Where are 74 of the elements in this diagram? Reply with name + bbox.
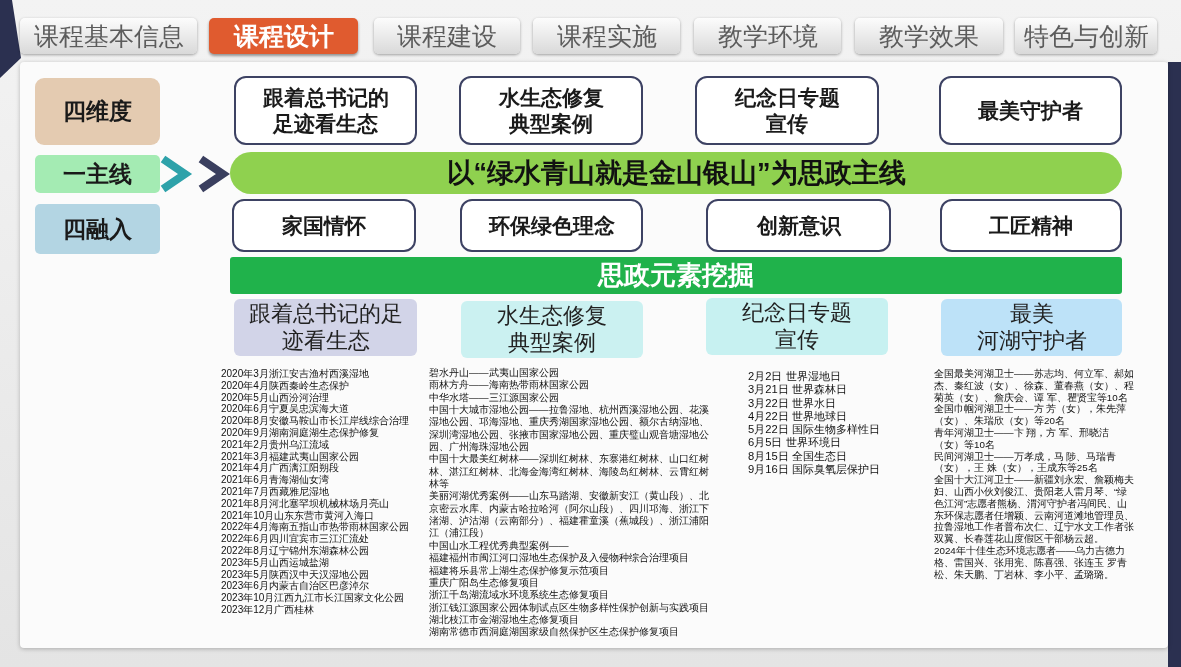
list-item: 中国十大城市湿地公园——拉鲁湿地、杭州西溪湿地公园、花溪湿地公园、邛海湿地、重庆秀湖国家湿地公园、额尔古纳湿地、深圳湾湿地公园、张掖市国家湿地公园、重庆璧山观音塘湿地公园、广州海珠湿地公园 (429, 404, 710, 453)
topic-box: 最美守护者 (939, 76, 1122, 145)
list-item: 全国巾帼河湖卫士——方 芳（女），朱先萍（女）、朱瑞欣（女）等20名 (934, 403, 1128, 427)
list-item: 8月15日 全国生态日 (748, 449, 848, 464)
tab: 教学环境 (694, 18, 841, 54)
list-item: 湖北枝江市金湖湿地生态修复项目 (429, 613, 580, 626)
list-item: 浙江千岛湖流域水环境系统生态修复项目 (429, 589, 610, 602)
list-item: 雨林方舟——海南热带雨林国家公园 (429, 379, 590, 392)
list-item: 2021年4月广西漓江阳朔段 (221, 462, 339, 474)
list-item: 2020年4月陕西秦岭生态保护 (221, 379, 350, 392)
list-item: 2021年7月西藏雅尼湿地 (221, 485, 330, 498)
list-item: 中华水塔——三江源国家公园 (429, 391, 560, 404)
topic-box: 纪念日专题宣传 (695, 76, 879, 145)
main-line-banner: 以“绿水青山就是金山银山”为思政主线 (230, 152, 1122, 194)
column-header-box: 最美河湖守护者 (941, 299, 1122, 356)
list-item: 2023年12月广西桂林 (221, 603, 316, 616)
topic-box: 跟着总书记的足迹看生态 (234, 76, 417, 145)
column-header-box: 水生态修复典型案例 (461, 301, 643, 358)
list-item: 3月22日 世界水日 (748, 396, 837, 410)
list-item: 2月2日 世界湿地日 (748, 370, 842, 384)
list-item: 中国十大最美红树林——深圳红树林、东寨港红树林、山口红树林、湛江红树林、北海金海湾红树林、海陵岛红树林、云霄红树林等 (429, 453, 710, 490)
topic-box: 工匠精神 (940, 199, 1122, 252)
list-item: 湖南常德市西洞庭湖国家级自然保护区生态保护修复项目 (429, 626, 680, 639)
tab: 课程基本信息 (20, 18, 197, 54)
row-label-box: 一主线 (35, 155, 160, 193)
list-item: 重庆广阳岛生态修复项目 (429, 576, 540, 589)
chevron-arrow (159, 155, 231, 193)
list-item: 2022年8月辽宁锦州东湖森林公园 (221, 544, 370, 557)
topic-box: 环保绿色理念 (460, 199, 643, 252)
list-item: 2022年4月海南五指山市热带雨林国家公园 (221, 521, 410, 533)
section-banner: 思政元素挖掘 (230, 257, 1122, 294)
row-label-box: 四融入 (35, 204, 160, 254)
tab: 课程建设 (374, 18, 520, 54)
list-item: 9月16日 国际臭氧层保护日 (748, 463, 881, 477)
list-item: 2020年6月宁夏吴忠滨海大道 (221, 403, 350, 415)
list-item: 3月21日 世界森林日 (748, 383, 848, 397)
topic-box: 水生态修复典型案例 (459, 76, 643, 145)
list-item: 2020年3月浙江安吉渔村西溪湿地 (221, 368, 370, 380)
list-item: 全国最美河湖卫士——苏志均、何立军、郝如杰、秦红波（女）、徐森、董春燕（女）、程菊英（女）、詹庆会、谭 军、瞿贤宝等10名 (934, 368, 1135, 404)
selected-tab: 课程设计 (209, 18, 358, 54)
list-item: 2023年6月内蒙古自治区巴彦淖尔 (221, 580, 370, 592)
list-item: 2023年10月江西九江市长江国家文化公园 (221, 592, 406, 604)
list-item: 福建将乐县常上湖生态保护修复示范项目 (429, 564, 610, 577)
tab: 教学效果 (855, 18, 1003, 54)
tab: 特色与创新 (1015, 18, 1157, 54)
list-item: 2020年8月安徽马鞍山市长江岸线综合治理 (221, 415, 410, 427)
list-item: 全国十大江河卫士——新疆刘永宏、詹颖梅夫妇、山西小伙刘俊江、贵阳老人雷月琴、“绿色江河”志愿者熊杨、渭河守护者冯间民、山东环保志愿者任增颖、云南河道滩地管理员、拉鲁湿地工作者普布次仁、辽宁水文工作者张双翼、长春莲花山度假区干部杨云超。 (934, 474, 1135, 545)
list-item: 民间河湖卫士——万孝成，马 陟、马瑞青（女），王 姝（女），王成东等25名 (934, 450, 1118, 474)
list-item: 青年河湖卫士——卞 翔，方 军、邢晓洁（女）等10名 (934, 427, 1111, 451)
list-item: 2021年3月福建武夷山国家公园 (221, 450, 360, 462)
list-item: 2024年十佳生态环境志愿者——乌力吉德力格、雷国兴、张用宪、陈喜强、张连玉 罗青松、朱天鹏、丁岩林、李小平、孟璐璐。 (934, 544, 1128, 581)
list-item: 2021年6月青海湖仙女湾 (221, 474, 330, 486)
tab: 课程实施 (533, 18, 680, 54)
list-item: 4月22日 世界地球日 (748, 409, 848, 424)
column-header-box: 纪念日专题宣传 (706, 298, 888, 355)
list-item: 2021年8月河北塞罕坝机械林场月亮山 (221, 497, 390, 510)
list-item: 2020年5月山西汾河治理 (221, 391, 330, 403)
list-item: 浙江钱江源国家公园体制试点区生物多样性保护创新与实践项目 (429, 601, 710, 614)
list-item: 5月22日 国际生物多样性日 (748, 423, 881, 437)
topic-box: 家国情怀 (232, 199, 416, 252)
topic-box: 创新意识 (706, 199, 891, 252)
list-item: 6月5日 世界环境日 (748, 436, 842, 450)
list-item: 福建福州市闽江河口湿地生态保护及入侵物种综合治理项目 (429, 552, 690, 565)
list-item: 中国山水工程优秀典型案例—— (429, 539, 570, 552)
list-item: 2021年2月贵州乌江流域 (221, 438, 330, 451)
list-item: 2023年5月陕西汉中天汉湿地公园 (221, 568, 370, 580)
list-item: 2022年6月四川宜宾市三江汇流处 (221, 533, 370, 545)
list-item: 碧水丹山——武夷山国家公园 (429, 367, 560, 379)
list-item: 2023年5月山西运城盐湖 (221, 556, 330, 569)
row-label-box: 四维度 (35, 78, 160, 145)
list-item: 2021年10月山东东营市黄河入海口 (221, 509, 376, 522)
column-header-box: 跟着总书记的足迹看生态 (234, 299, 417, 356)
list-item: 2020年9月湖南洞庭湖生态保护修复 (221, 427, 380, 439)
list-item: 美丽河湖优秀案例——山东马踏湖、安徽新安江（黄山段）、北京密云水库、内蒙古哈拉哈河（阿尔山段）、四川邛海、浙江下渚湖、泸沽湖（云南部分）、福建霍童溪（蕉城段）、浙江浦阳江（浦江段） (429, 490, 710, 540)
